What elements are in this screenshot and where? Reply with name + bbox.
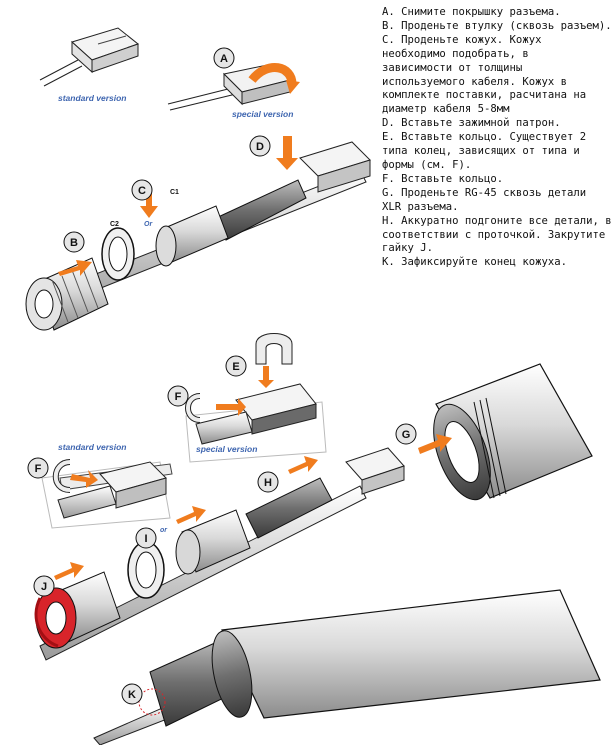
svg-text:I: I [144, 533, 147, 545]
instruction-line: соответствии с проточкой. Закрутите [382, 228, 606, 241]
top-assembly [25, 136, 371, 331]
instruction-line: A. Снимите покрышку разъема. [382, 6, 561, 18]
instruction-line: K. Зафиксируйте конец кожуха. [382, 256, 567, 269]
svg-text:F: F [175, 391, 182, 403]
instruction-line: типа колец, зависящих от типа и [382, 145, 580, 158]
svg-text:C: C [138, 185, 146, 197]
badge-j: J [33, 575, 55, 597]
badge-i: I [135, 527, 157, 549]
instruction-line: D. Вставьте зажимной патрон. [382, 117, 561, 130]
instructions-list: A. Снимите покрышку разъема. B. Проденьт… [382, 6, 612, 270]
assembled-connector [93, 589, 601, 745]
badge-g: G [395, 423, 417, 445]
standard-version-label-mid: standard version [58, 442, 127, 452]
svg-text:F: F [35, 463, 42, 475]
svg-text:J: J [41, 581, 47, 593]
special-version-label-top: special version [232, 109, 293, 119]
instruction-line: XLR разъема. [382, 200, 459, 213]
instruction-line: G. Проденьте RG-45 сквозь детали [382, 186, 587, 199]
or-label-bottom: or [160, 527, 168, 534]
instruction-line: гайку J. [382, 242, 434, 255]
instruction-line: зависимости от толщины [382, 61, 523, 74]
badge-k: K [121, 683, 143, 705]
c2-label: C2 [110, 221, 119, 228]
svg-text:G: G [402, 429, 411, 441]
svg-text:H: H [264, 477, 272, 489]
instruction-line: комплекте поставки, расчитана на [382, 89, 587, 102]
standard-version-label-top: standard version [58, 93, 127, 103]
svg-text:B: B [70, 237, 78, 249]
instruction-line: F. Вставьте кольцо. [382, 172, 504, 185]
instruction-line: диаметр кабеля 5-8мм [382, 103, 510, 116]
standard-plug-top [39, 27, 140, 87]
instruction-line: используемого кабеля. Кожух в [382, 75, 567, 88]
special-plug-top [167, 63, 300, 111]
badge-e: E [225, 355, 247, 377]
instruction-line: H. Аккуратно подгоните все детали, в [382, 214, 612, 227]
badge-c: C [131, 179, 153, 201]
svg-text:A: A [220, 53, 228, 65]
badge-f-top: F [167, 385, 189, 407]
instruction-line: формы (см. F). [382, 158, 472, 171]
svg-text:D: D [256, 141, 264, 153]
instruction-line: B. Проденьте втулку (сквозь разъем). [382, 19, 612, 32]
step-badges: A B C D E F F G H I J K [27, 47, 417, 705]
c1-label: C1 [170, 189, 179, 196]
svg-text:K: K [128, 689, 136, 701]
mid-assembly [34, 363, 593, 661]
or-label-top: Or [144, 221, 153, 228]
standard-ring-detail [41, 459, 173, 529]
badge-b: B [63, 231, 85, 253]
badge-h: H [257, 471, 279, 493]
instruction-line: C. Проденьте кожух. Кожух [382, 33, 542, 46]
instruction-line: E. Вставьте кольцо. Существует 2 [382, 131, 587, 144]
special-ring-detail [185, 333, 327, 463]
badge-d: D [249, 135, 271, 157]
badge-a: A [213, 47, 235, 69]
special-version-label-mid: special version [196, 444, 257, 454]
instruction-line: необходимо подобрать, в [382, 47, 529, 60]
badge-f-left: F [27, 457, 49, 479]
svg-text:E: E [232, 361, 239, 373]
